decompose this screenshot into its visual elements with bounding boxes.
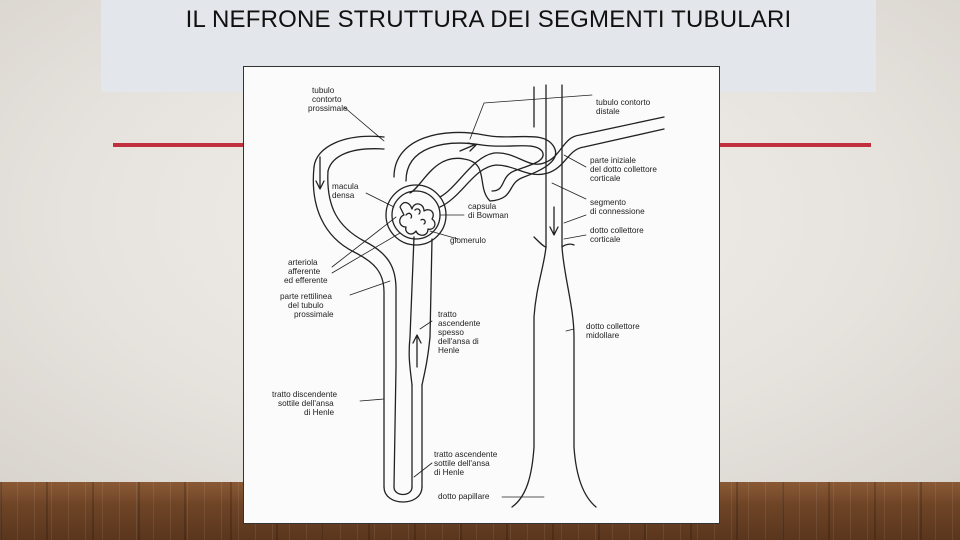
- pars-recta-outer: [312, 166, 385, 488]
- cortical-collecting-branch: [533, 236, 547, 248]
- flow-arrow-3: [412, 334, 422, 368]
- flow-arrow-2: [459, 142, 477, 152]
- divider-left: [113, 143, 245, 147]
- slide-title: IL NEFRONE STRUTTURA DEI SEGMENTI TUBULA…: [185, 6, 792, 33]
- distal-tubule-inner: [439, 128, 665, 208]
- flow-arrow-4: [549, 206, 559, 236]
- label-dotto-papillare: dotto papillare: [438, 492, 490, 501]
- thick-ascending-limb-outer: [421, 238, 433, 386]
- glomerulus-loops: [405, 208, 426, 225]
- leader-lines: [331, 94, 593, 498]
- label-glomerulo: glomerulo: [450, 236, 486, 245]
- thick-ascending-limb: [408, 236, 415, 386]
- henle-loop-turn-inner: [393, 486, 413, 496]
- divider-right: [718, 143, 871, 147]
- proximal-left-arc: [313, 135, 385, 168]
- collecting-duct-branch: [561, 243, 575, 248]
- proximal-tubule-inner: [405, 142, 544, 192]
- flow-arrow-1: [315, 156, 325, 190]
- glomerulus-tuft: [399, 201, 436, 236]
- collecting-duct-left: [511, 84, 547, 508]
- distal-tubule: [439, 116, 665, 198]
- collecting-duct-right: [561, 84, 597, 508]
- henle-loop-turn: [383, 486, 423, 503]
- pars-recta-inner: [327, 170, 397, 488]
- proximal-left-arc-inner: [327, 148, 385, 172]
- proximal-tubule-outer: [393, 131, 557, 202]
